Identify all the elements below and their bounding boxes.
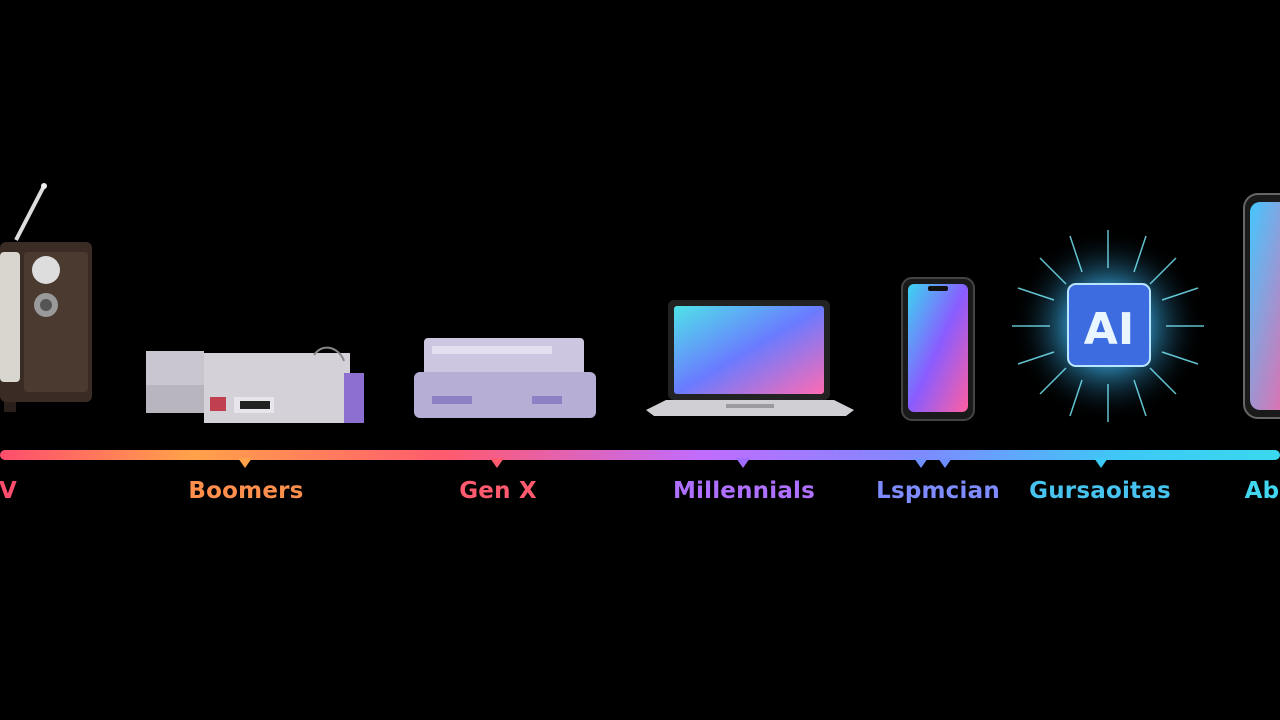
timeline-marker <box>914 458 928 468</box>
smartphone-icon <box>901 277 975 421</box>
timeline-marker <box>736 458 750 468</box>
laptop-icon <box>646 300 854 416</box>
timeline-marker <box>1094 458 1108 468</box>
phone-icon <box>1243 193 1280 419</box>
label-ab: Ab <box>1244 478 1280 504</box>
vintage-tv-icon <box>0 183 92 412</box>
timeline-marker <box>490 458 504 468</box>
label-gursaoitas: Gursaoitas <box>1029 478 1171 504</box>
console-icon <box>146 346 364 423</box>
ai-chip-text: AI <box>1083 303 1135 355</box>
label-boomers: Boomers <box>188 478 304 504</box>
label-millennials: Millennials <box>672 478 816 504</box>
console-icon <box>414 338 596 418</box>
label-genx: Gen X <box>459 478 537 504</box>
timeline-marker <box>238 458 252 468</box>
label-lspmcian: Lspmcian <box>876 478 1000 504</box>
label-tv: V <box>0 478 18 504</box>
timeline-bar <box>0 450 1280 460</box>
timeline-marker <box>938 458 952 468</box>
ai-chip-icon <box>1012 230 1204 422</box>
